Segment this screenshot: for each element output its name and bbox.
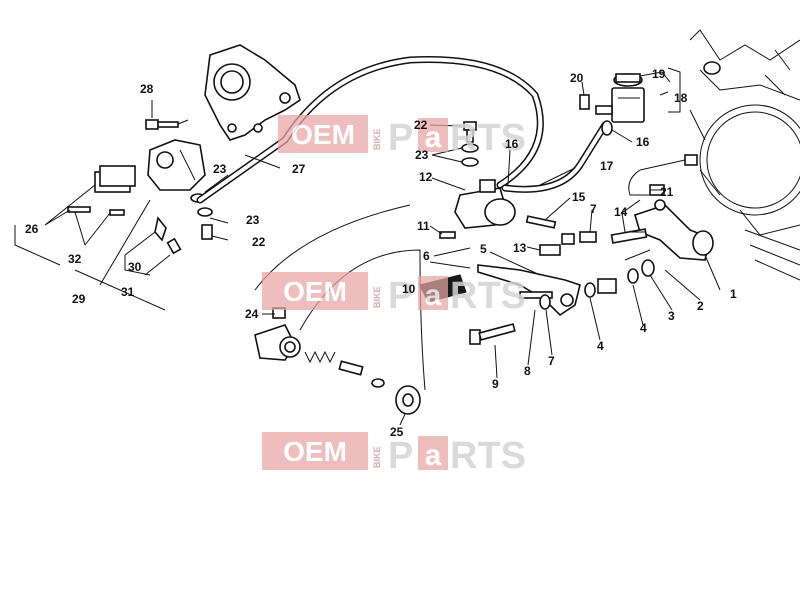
callout-22: 22: [252, 235, 266, 249]
callout-16: 16: [505, 137, 519, 151]
caliper-bolt: [145, 119, 179, 130]
callout-17: 17: [600, 159, 614, 173]
callout-22: 22: [414, 118, 428, 132]
callout-16: 16: [636, 135, 650, 149]
callout-4: 4: [640, 321, 647, 335]
callout-10: 10: [402, 282, 416, 296]
spring: [624, 249, 651, 261]
pedal-washers: [539, 259, 655, 310]
watermark-bottom: OEM BIKE P a RTS: [262, 432, 526, 477]
watermark-top: OEM BIKE P a RTS: [278, 115, 526, 159]
bleed-nipple: [154, 216, 182, 255]
callout-15: 15: [572, 190, 586, 204]
hose-clamp: [601, 120, 613, 136]
callout-7: 7: [548, 354, 555, 368]
svg-text:RTS: RTS: [450, 435, 526, 477]
callout-3: 3: [668, 309, 675, 323]
callout-18: 18: [674, 91, 688, 105]
callout-30: 30: [128, 260, 142, 274]
svg-text:P: P: [388, 275, 413, 317]
brake-pads: [94, 165, 136, 193]
callout-8: 8: [524, 364, 531, 378]
pedal-bracket: [610, 199, 714, 261]
callout-26: 26: [25, 222, 39, 236]
callout-23: 23: [246, 213, 260, 227]
callout-25: 25: [390, 425, 404, 439]
callout-28: 28: [140, 82, 154, 96]
clevis: [539, 244, 561, 256]
watermark-middle: OEM BIKE P a RTS: [262, 272, 526, 317]
svg-text:OEM: OEM: [283, 436, 347, 467]
nut-top: [561, 231, 597, 245]
callout-19: 19: [652, 67, 666, 81]
pad-pin: [67, 206, 125, 216]
caliper-bracket: [204, 44, 301, 141]
callout-labels: 1 2 3 4 4 5 6 7 7 8 9 10 11 12 13 14 15 …: [25, 67, 737, 439]
leader-lines: [14, 67, 721, 426]
callout-20: 20: [570, 71, 584, 85]
svg-text:a: a: [425, 121, 442, 154]
brake-pedal: [477, 264, 581, 317]
svg-text:a: a: [425, 279, 442, 312]
dust-boot: [395, 385, 421, 415]
pedal-pin: [519, 291, 553, 299]
callout-4: 4: [597, 339, 604, 353]
callout-23: 23: [213, 162, 227, 176]
callout-13: 13: [513, 241, 527, 255]
master-bolt: [439, 231, 456, 239]
reservoir-bolt: [579, 94, 590, 110]
brake-fluid-reservoir: [595, 73, 645, 123]
callout-24: 24: [245, 307, 259, 321]
master-cylinder-exploded: [254, 307, 301, 361]
svg-text:P: P: [388, 435, 413, 477]
reservoir-hose-17: [501, 121, 609, 193]
brake-hose-27: [196, 55, 544, 204]
callout-31: 31: [121, 285, 135, 299]
callout-12: 12: [419, 170, 433, 184]
engine-casing: [689, 29, 800, 281]
svg-text:P: P: [388, 117, 413, 159]
master-banjo-bolt: [461, 121, 479, 167]
piston-spring: [304, 350, 385, 388]
rear-brake-caliper: [147, 139, 206, 191]
svg-text:BIKE: BIKE: [372, 128, 382, 150]
svg-text:OEM: OEM: [291, 119, 355, 150]
callout-6: 6: [423, 249, 430, 263]
svg-text:OEM: OEM: [283, 276, 347, 307]
callout-32: 32: [68, 252, 82, 266]
svg-text:BIKE: BIKE: [372, 446, 382, 468]
callout-1: 1: [730, 287, 737, 301]
svg-text:BIKE: BIKE: [372, 286, 382, 308]
callout-7: 7: [590, 202, 597, 216]
callout-9: 9: [492, 377, 499, 391]
rear-master-cylinder: [454, 179, 516, 229]
callout-27: 27: [292, 162, 306, 176]
callout-29: 29: [72, 292, 86, 306]
push-rod: [525, 215, 557, 229]
callout-21: 21: [660, 185, 674, 199]
pedal-bolt: [469, 323, 516, 345]
callout-14: 14: [614, 205, 628, 219]
callout-5: 5: [480, 242, 487, 256]
svg-text:RTS: RTS: [450, 275, 526, 317]
svg-text:RTS: RTS: [450, 117, 526, 159]
callout-2: 2: [697, 299, 704, 313]
callout-11: 11: [417, 219, 430, 233]
callout-23: 23: [415, 148, 429, 162]
svg-text:a: a: [425, 439, 442, 472]
